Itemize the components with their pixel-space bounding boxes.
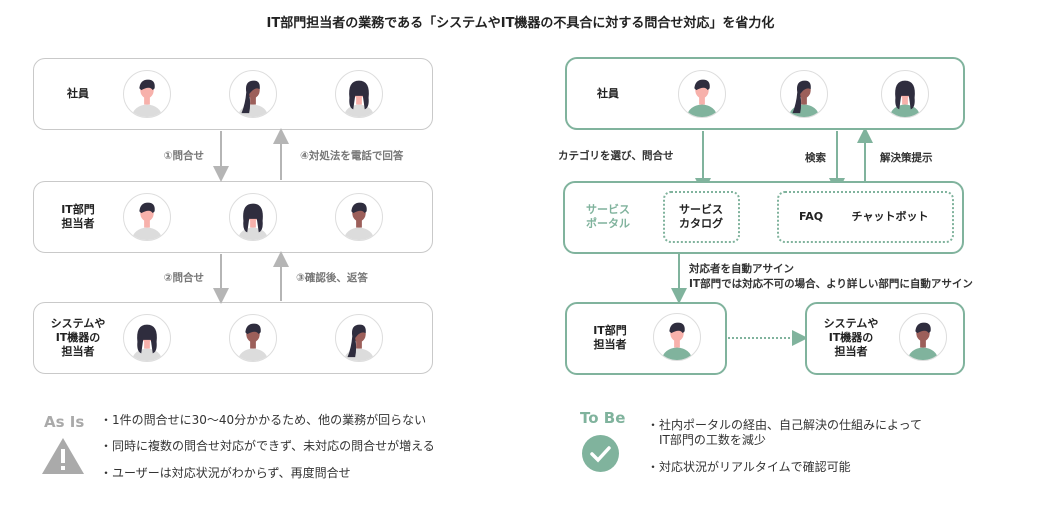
label-solution: 解決策提示 [880,152,933,164]
person-icon [661,322,693,360]
service-catalog-label: サービス カタログ [679,203,723,230]
person-icon [907,322,939,360]
as-is-bullet: ・同時に複数の問合せ対応ができず、未対応の問合せが増える [100,439,435,453]
to-be-it-box [565,302,727,375]
row-label-it: IT部門 担当者 [593,324,627,351]
row-label-employee: 社員 [597,87,619,100]
label-inquiry-1: ①問合せ [163,150,204,162]
label-answer-4: ④対処法を電話で回答 [300,150,404,162]
to-be-badge: To Be [580,409,626,427]
to-be-bullet: ・社内ポータルの経由、自己解決の仕組みによって IT部門の工数を減少 [647,418,923,447]
avatar [123,193,171,241]
faq-chatbot-group [777,191,954,243]
label-inquiry-2: ②問合せ [163,272,204,284]
row-label-system: システムや IT機器の 担当者 [50,317,106,358]
row-label-system: システムや IT機器の 担当者 [823,317,879,358]
avatar [335,193,383,241]
avatar [678,70,726,118]
avatar [335,314,383,362]
assign-text-2: IT部門では対応不可の場合、より詳しい部門に自動アサイン [689,278,973,290]
person-icon [788,80,820,117]
person-icon [686,79,718,117]
avatar [123,70,171,118]
service-portal-label: サービス ポータル [586,203,630,230]
avatar [229,70,277,118]
avatar [881,70,929,118]
avatar [123,314,171,362]
person-icon [237,80,269,117]
avatar [899,313,947,361]
person-icon [237,323,269,361]
person-icon [343,202,375,240]
person-icon [343,324,375,361]
label-search: 検索 [805,152,826,164]
label-inquiry: カテゴリを選び、問合せ [558,150,674,162]
person-icon [131,79,163,117]
to-be-bullet: ・対応状況がリアルタイムで確認可能 [647,460,851,474]
person-icon [237,203,269,240]
person-icon [889,80,921,117]
service-catalog[interactable] [663,191,740,243]
row-label-employee: 社員 [67,87,89,100]
row-label-it: IT部門 担当者 [61,203,95,230]
as-is-badge: As Is [44,413,85,431]
faq-label[interactable]: FAQ [798,210,824,223]
warning-icon [42,438,84,474]
person-icon [131,202,163,240]
label-reply-3: ③確認後、返答 [296,272,368,284]
avatar [653,313,701,361]
avatar [229,193,277,241]
avatar [335,70,383,118]
avatar [780,70,828,118]
person-icon [131,324,163,361]
as-is-bullet: ・1件の問合せに30〜40分かかるため、他の業務が回らない [100,413,427,427]
avatar [229,314,277,362]
page-title: IT部門担当者の業務である「システムやIT機器の不具合に対する問合せ対応」を省力… [266,16,775,31]
assign-text-1: 対応者を自動アサイン [689,263,794,275]
chatbot-label[interactable]: チャットボット [851,210,929,223]
check-circle-icon [582,435,619,472]
as-is-bullet: ・ユーザーは対応状況がわからず、再度問合せ [100,466,351,480]
person-icon [343,80,375,117]
